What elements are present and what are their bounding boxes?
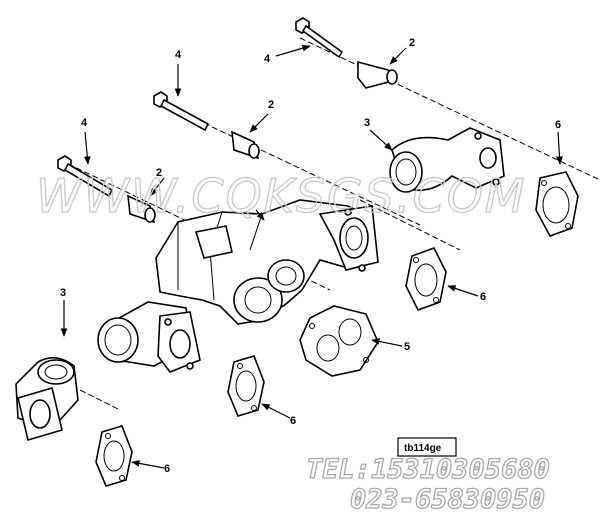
callout-gasket-double: 5 [404, 341, 410, 353]
gasket-upper-right [535, 171, 579, 237]
gasket-lower-left [95, 425, 133, 487]
callout-bolt-top: 4 [264, 53, 271, 65]
spacer-middle [231, 130, 260, 160]
callout-spacer-top: 2 [409, 37, 415, 49]
callout-gasket-center: 6 [290, 415, 296, 427]
callout-gasket-lower-left: 6 [164, 463, 170, 475]
manifold-main [155, 199, 379, 325]
callout-gasket-upper-right: 6 [555, 119, 561, 131]
contact-tel: TEL:15310305680 [306, 454, 550, 485]
contact-phone: 023-65830950 [350, 484, 545, 515]
callout-gasket-mid-right: 6 [480, 291, 486, 303]
spacer-lower [127, 194, 156, 224]
gasket-center [227, 355, 265, 417]
bolt-upper [295, 17, 344, 59]
gasket-mid-right [405, 247, 447, 311]
figure-tag: tb114ge [397, 437, 457, 457]
callout-bolt-middle: 4 [175, 49, 182, 61]
callout-elbow-lower: 3 [60, 287, 66, 299]
callout-labels: 2 4 4 2 4 2 3 6 6 3 5 6 6 [60, 37, 561, 475]
bolt-lower [57, 155, 114, 198]
callout-spacer-middle: 2 [268, 99, 274, 111]
bolt-middle [153, 91, 210, 132]
elbow-upper [389, 127, 505, 193]
callout-spacer-lower: 2 [156, 167, 162, 179]
figure-tag-label: tb114ge [404, 443, 442, 454]
callout-elbow-upper: 3 [364, 117, 370, 129]
callout-bolt-lower: 4 [81, 117, 88, 129]
manifold-outlet-left [97, 301, 201, 373]
spacer-upper [357, 60, 398, 89]
elbow-lower [15, 357, 79, 442]
gasket-double [299, 305, 379, 377]
watermark-text: WWW.CQKSGS.COM [36, 169, 527, 223]
leader-arrows [60, 44, 563, 469]
